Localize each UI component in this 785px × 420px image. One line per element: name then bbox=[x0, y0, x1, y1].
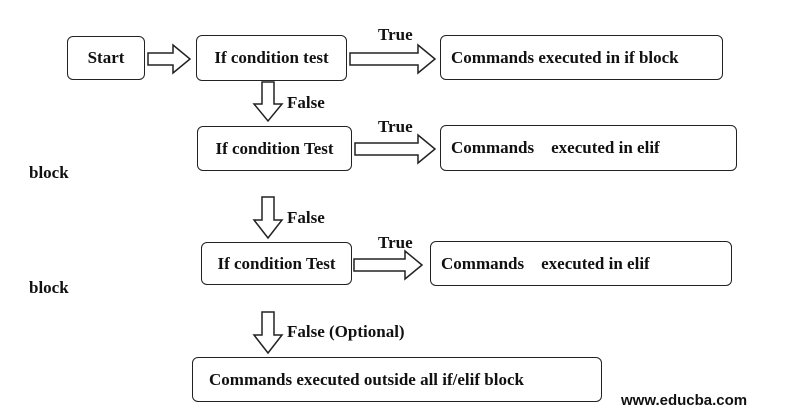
start-node: Start bbox=[67, 36, 145, 80]
elif-block-commands-node-2: Commands executed in elif bbox=[430, 241, 732, 286]
true-label-3: True bbox=[378, 233, 413, 252]
true-label-1: True bbox=[378, 25, 413, 44]
elif-condition-node-2: If condition Test bbox=[201, 242, 352, 285]
if-block-commands-node: Commands executed in if block bbox=[440, 35, 723, 80]
false-label-1: False bbox=[287, 93, 325, 112]
arrow-start-to-cond1 bbox=[147, 43, 192, 75]
elif-condition-node-1: If condition Test bbox=[197, 126, 352, 171]
arrow-cond2-to-cond3 bbox=[252, 196, 284, 240]
else-commands-node: Commands executed outside all if/elif bl… bbox=[192, 357, 602, 402]
true-label-2: True bbox=[378, 117, 413, 136]
elif-block-commands-node-1: Commands executed in elif bbox=[440, 125, 737, 171]
arrow-cond2-to-elif1-commands bbox=[354, 133, 437, 165]
arrow-cond1-to-cond2 bbox=[252, 81, 284, 123]
watermark: www.educba.com bbox=[621, 392, 748, 409]
false-label-3: False (Optional) bbox=[287, 322, 405, 341]
arrow-cond1-to-if-commands bbox=[349, 43, 437, 75]
block-label-2: block bbox=[29, 278, 69, 297]
if-condition-node: If condition test bbox=[196, 35, 347, 81]
arrow-cond3-to-elif2-commands bbox=[353, 249, 424, 281]
false-label-2: False bbox=[287, 208, 325, 227]
block-label-1: block bbox=[29, 163, 69, 182]
arrow-cond3-to-else-commands bbox=[252, 311, 284, 355]
